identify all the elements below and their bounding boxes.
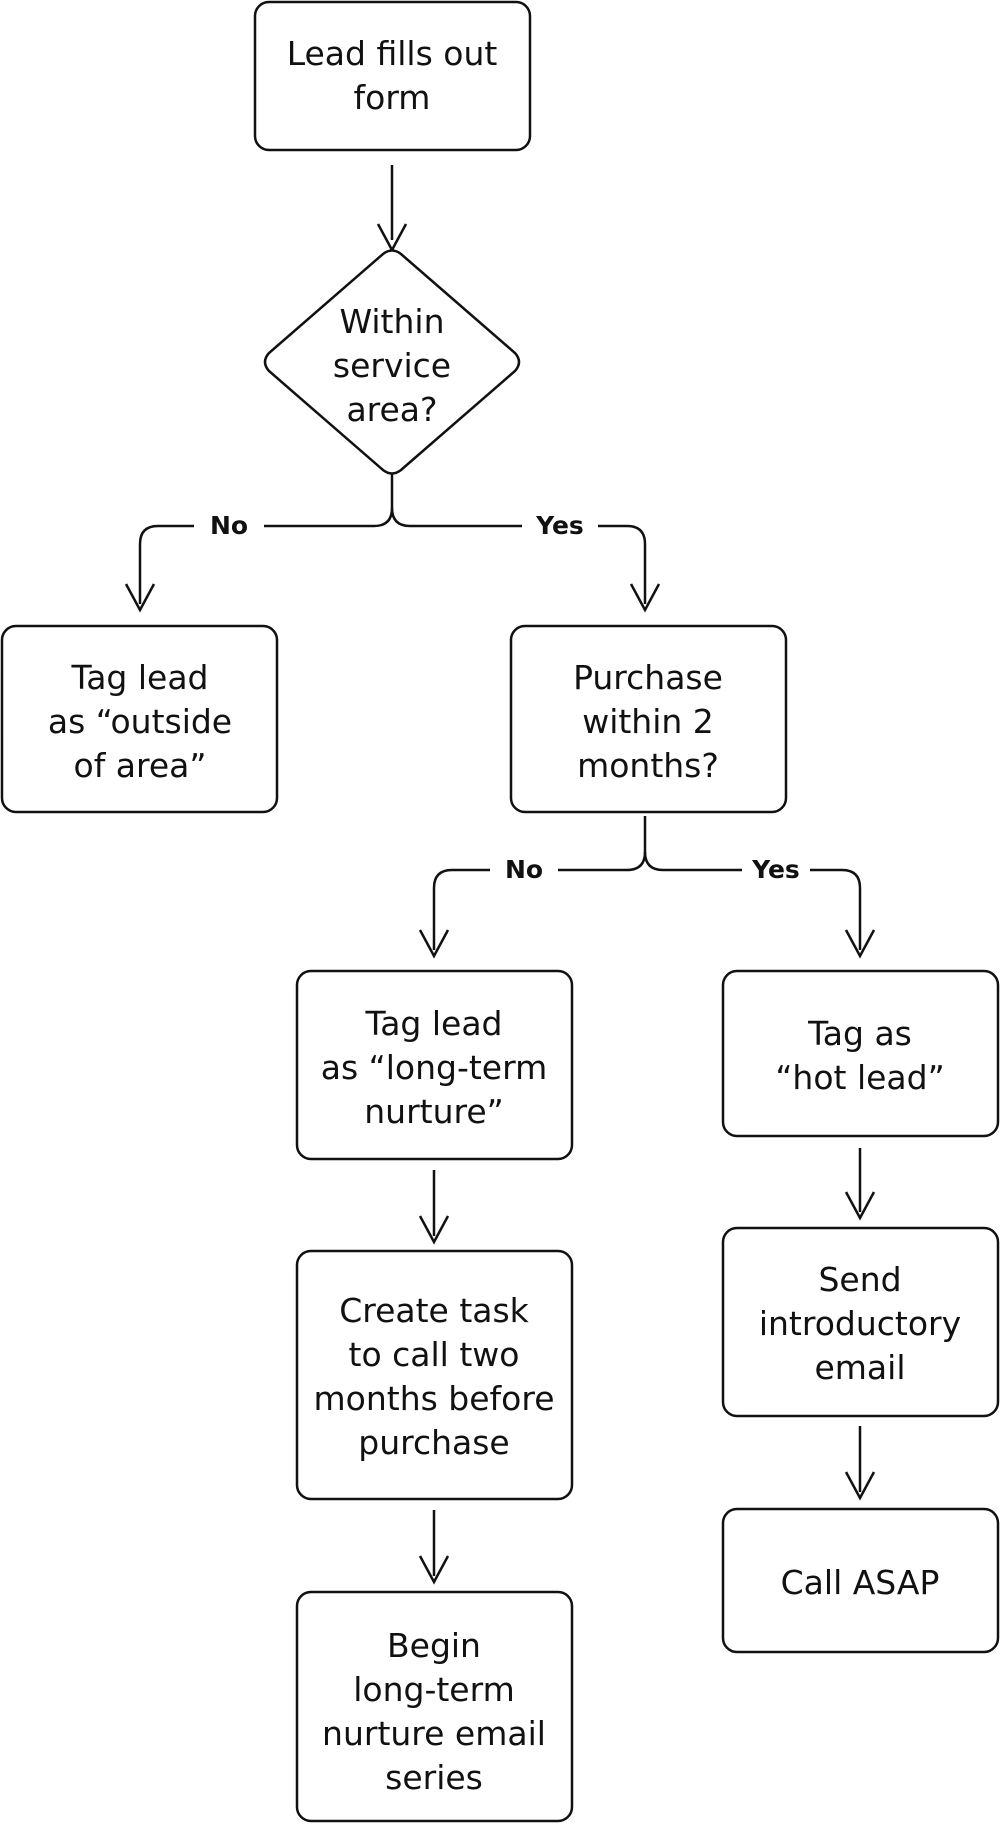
intro-email-line-1: Send [818,1260,901,1299]
node-nurture-series: Begin long-term nurture email series [295,1590,574,1823]
purchase-window-line-3: months? [577,746,719,785]
service-area-line-3: area? [346,390,437,429]
arrowhead-hot-lead [844,929,876,959]
hot-lead-label: Tag as “hot lead” [775,1014,944,1097]
branch-service-area-yes [390,507,647,604]
long-term-box [295,969,574,1161]
create-task-line-4: purchase [358,1423,509,1462]
create-task-line-1: Create task [339,1291,529,1330]
service-area-decision-diamond [263,249,521,475]
connectors [138,165,862,1576]
branch-service-area-no [138,474,394,604]
start-line-2: form [354,78,431,117]
nurture-series-label: Begin long-term nurture email series [322,1626,546,1797]
long-term-line-2: as “long-term [321,1048,548,1087]
node-intro-email: Send introductory email [721,1226,1000,1418]
node-long-term: Tag lead as “long-term nurture” [295,969,574,1161]
nurture-series-line-3: nurture email [322,1714,546,1753]
outside-area-box [0,624,279,814]
nurture-series-line-1: Begin [387,1626,481,1665]
purchase-window-label: Purchase within 2 months? [573,658,723,785]
node-create-task: Create task to call two months before purch… [295,1249,574,1501]
call-asap-line-1: Call ASAP [781,1563,940,1602]
nurture-series-line-2: long-term [353,1670,515,1709]
edge-label-service-no: No [210,511,248,540]
call-asap-label: Call ASAP [781,1563,940,1602]
purchase-window-line-2: within 2 [582,702,714,741]
edge-labels: No Yes No Yes [210,511,800,884]
arrowhead-call-asap [844,1471,876,1501]
hot-lead-line-1: Tag as [807,1014,912,1053]
create-task-line-3: months before [314,1379,555,1418]
arrowhead-long-term [418,929,450,959]
service-area-line-2: service [333,346,451,385]
outside-area-line-1: Tag lead [71,658,209,697]
create-task-label: Create task to call two months before purch… [314,1291,555,1462]
arrowhead-outside-area [124,583,156,613]
arrowhead-create-task [418,1215,450,1245]
branch-purchase-yes [643,851,862,950]
node-start: Lead fills out form [253,0,532,152]
purchase-window-box [509,624,788,814]
arrowhead-purchase-window [629,583,661,613]
nurture-series-box [295,1590,574,1823]
nurture-series-line-4: series [385,1758,483,1797]
long-term-line-1: Tag lead [365,1004,503,1043]
long-term-line-3: nurture” [364,1092,504,1131]
node-service-area: Within service area? [263,249,521,475]
edge-label-service-yes: Yes [535,511,584,540]
arrowhead-intro-email [844,1191,876,1221]
node-purchase-window: Purchase within 2 months? [509,624,788,814]
purchase-window-line-1: Purchase [573,658,723,697]
node-outside-area: Tag lead as “outside of area” [0,624,279,814]
outside-area-line-2: as “outside [48,702,232,741]
node-hot-lead: Tag as “hot lead” [721,969,1000,1138]
arrowhead-nurture-series [418,1555,450,1585]
hot-lead-box [721,969,1000,1138]
hot-lead-line-2: “hot lead” [775,1058,944,1097]
service-area-label: Within service area? [333,302,451,429]
intro-email-line-3: email [814,1348,905,1387]
intro-email-line-2: introductory [759,1304,961,1343]
start-line-1: Lead fills out [287,34,498,73]
intro-email-box [721,1226,1000,1418]
intro-email-label: Send introductory email [759,1260,961,1387]
edge-label-purchase-no: No [505,855,543,884]
long-term-label: Tag lead as “long-term nurture” [321,1004,548,1131]
outside-area-label: Tag lead as “outside of area” [48,658,232,785]
create-task-box [295,1249,574,1501]
start-box [253,0,532,152]
service-area-line-1: Within [339,302,444,341]
edge-label-purchase-yes: Yes [751,855,800,884]
create-task-line-2: to call two [349,1335,520,1374]
outside-area-line-3: of area” [74,746,207,785]
node-call-asap: Call ASAP [721,1507,1000,1654]
call-asap-box [721,1507,1000,1654]
start-label: Lead fills out form [287,34,498,117]
